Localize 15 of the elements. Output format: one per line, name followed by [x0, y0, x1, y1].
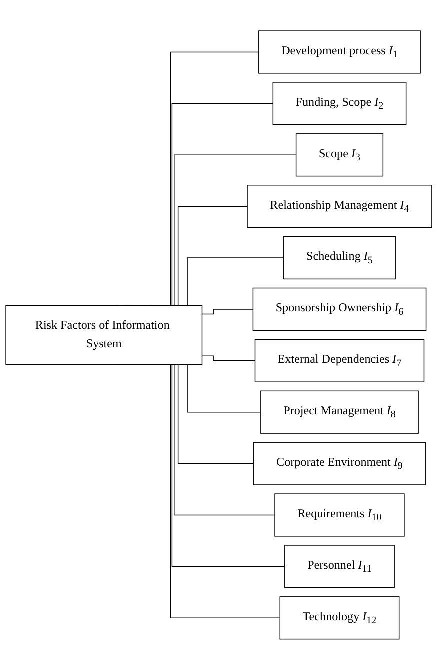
- node-box: Technology I$_{12}$: [280, 596, 400, 640]
- node-box: Sponsorship Ownership I$_{6}$: [252, 288, 427, 332]
- connector: [202, 356, 256, 362]
- node-box: Scope I$_{3}$: [296, 134, 384, 177]
- node-box: Scheduling I$_{5}$: [284, 236, 396, 280]
- connector: [202, 309, 254, 315]
- node-box: Personnel I$_{11}$: [284, 545, 395, 589]
- node-box: Requirements I$_{10}$: [274, 494, 405, 538]
- node-box: Corporate Environment I$_{9}$: [254, 442, 426, 486]
- node-box: External Dependencies I$_{7}$: [254, 340, 425, 383]
- node-box: Risk Factors of Information System: [6, 306, 203, 366]
- node-box: Development process I$_{1}$: [258, 30, 421, 74]
- node-box: Relationship Management I$_{4}$: [247, 185, 432, 228]
- node-box: Funding, Scope I$_{2}$: [272, 82, 407, 126]
- node-box: Project Management I$_{8}$: [260, 391, 419, 434]
